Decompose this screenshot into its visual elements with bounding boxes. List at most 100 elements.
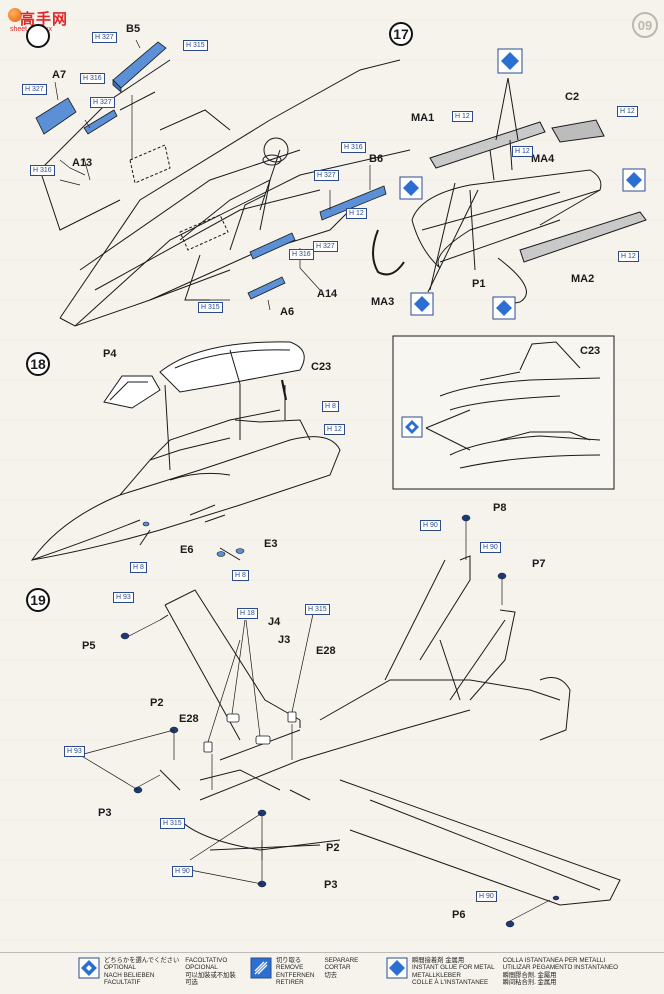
glue-metal-symbol-icon	[410, 292, 434, 316]
glue-metal-symbol-icon	[386, 957, 408, 979]
legend-glue-line: UTILIZAR PEGAMENTO INSTANTANEO	[502, 964, 619, 972]
legend-remove-line: ENTFERNEN	[276, 971, 315, 979]
step18-nose-drawing	[30, 341, 341, 561]
part-label-e28-left: E28	[179, 713, 199, 725]
legend-optional-line: 可选	[185, 978, 198, 986]
part-label-a13: A13	[72, 157, 93, 169]
part-label-p7: P7	[532, 558, 546, 570]
paint-code-badge: H 93	[113, 592, 134, 603]
paint-code-badge: H 315	[198, 302, 223, 313]
legend-optional: どちらかを選んでください OPTIONAL NACH BELIEBEN FACU…	[78, 957, 236, 986]
legend-optional-line: FACOLTATIVO	[185, 957, 228, 964]
part-label-p8: P8	[493, 502, 507, 514]
paint-code-badge: H 12	[512, 146, 533, 157]
legend-glue-line: COLLA ISTANTANEA PER METALLI	[502, 957, 606, 964]
paint-code-badge: H 316	[30, 165, 55, 176]
watermark-text: 高手网	[20, 10, 69, 28]
paint-code-badge: H 327	[92, 32, 117, 43]
legend-remove-line: REMOVE	[276, 964, 304, 972]
paint-code-badge: H 327	[90, 97, 115, 108]
step19-airframe-drawing	[159, 555, 621, 906]
legend-optional-line: OPTIONAL	[104, 964, 136, 972]
legend-remove-line: 切去	[324, 971, 338, 979]
legend-glue-line: METALLKLEBER	[412, 971, 461, 979]
part-label-a14: A14	[317, 288, 338, 300]
step-16-number-partial	[26, 24, 50, 48]
part-label-a7: A7	[52, 69, 67, 81]
part-label-ma1: MA1	[411, 112, 435, 124]
paint-code-badge: H 93	[64, 746, 85, 757]
legend-remove-line: RETIRER	[276, 978, 304, 986]
optional-symbol-icon	[401, 416, 423, 438]
step18-blue-parts	[142, 521, 245, 557]
paint-code-badge: H 12	[618, 251, 639, 262]
legend-glue-line: COLLE À L'INSTANTANEE	[412, 978, 489, 986]
part-label-p1: P1	[472, 278, 486, 290]
part-label-a6: A6	[280, 306, 295, 318]
legend-glue-line: INSTANT GLUE FOR METAL	[412, 964, 495, 972]
paint-code-badge: H 327	[313, 241, 338, 252]
step17-pylon-drawing	[372, 77, 647, 305]
paint-code-badge: H 90	[172, 866, 193, 877]
paint-code-badge: H 8	[322, 401, 339, 412]
part-label-ma2: MA2	[571, 273, 595, 285]
page-number: 09	[632, 12, 658, 38]
paint-code-badge: H 327	[314, 170, 339, 181]
glue-metal-symbol-icon	[492, 296, 516, 320]
step18-inset	[392, 335, 615, 490]
part-label-p6: P6	[452, 909, 466, 921]
legend-glue-line: 瞬间粘合剂. 金属用	[502, 978, 557, 986]
paint-code-badge: H 90	[480, 542, 501, 553]
part-label-j4: J4	[268, 616, 281, 628]
step-number: 18	[26, 352, 50, 376]
paint-code-badge: H 316	[80, 73, 105, 84]
watermark-logo-icon	[8, 8, 22, 22]
part-label-e3: E3	[264, 538, 278, 550]
legend-glue-line: 瞬間接着剤 金属用	[412, 957, 465, 964]
paint-code-badge: H 316	[289, 249, 314, 260]
legend-optional-line: OPCIONAL	[185, 964, 218, 972]
legend-remove: 切り取る REMOVE ENTFERNEN RETIRER SEPARARE C…	[250, 957, 358, 986]
paint-code-badge: H 315	[183, 40, 208, 51]
part-label-p5: P5	[82, 640, 96, 652]
step17-blue-parts	[35, 41, 387, 300]
paint-code-badge: H 12	[452, 111, 473, 122]
part-label-c2: C2	[565, 91, 580, 103]
step-number: 17	[389, 22, 413, 46]
paint-code-badge: H 8	[130, 562, 147, 573]
legend-optional-line: FACULTATIF	[104, 978, 141, 986]
part-label-p4: P4	[103, 348, 117, 360]
step17-fuselage-drawing	[39, 59, 411, 327]
glue-metal-symbol-icon	[622, 168, 646, 192]
part-label-e28: E28	[316, 645, 336, 657]
paint-code-badge: H 90	[476, 891, 497, 902]
assembly-drawings	[0, 0, 664, 952]
paint-code-badge: H 90	[420, 520, 441, 531]
paint-code-badge: H 12	[617, 106, 638, 117]
paint-code-badge: H 12	[324, 424, 345, 435]
optional-symbol-icon	[78, 957, 100, 979]
part-label-p2-lower: P2	[326, 842, 340, 854]
part-label-e6: E6	[180, 544, 194, 556]
paint-code-badge: H 316	[341, 142, 366, 153]
part-label-c23: C23	[311, 361, 332, 373]
part-label-j3: J3	[278, 634, 291, 646]
step-number: 19	[26, 588, 50, 612]
legend-optional-line: NACH BELIEBEN	[104, 971, 155, 979]
part-label-c23-inset: C23	[580, 345, 601, 357]
legend-remove-line: 切り取る	[276, 957, 302, 964]
part-label-ma3: MA3	[371, 296, 395, 308]
legend-glue-line: 瞬間膠合劑. 金屬用	[502, 971, 557, 979]
paint-code-badge: H 8	[232, 570, 249, 581]
part-label-p2: P2	[150, 697, 164, 709]
legend-optional-line: 可以加裝或不加裝	[185, 971, 236, 979]
paint-code-badge: H 327	[22, 84, 47, 95]
paint-code-badge: H 18	[237, 608, 258, 619]
part-label-p3: P3	[98, 807, 112, 819]
paint-code-badge: H 12	[346, 208, 367, 219]
part-label-b6: B6	[369, 153, 384, 165]
part-label-p3-lower: P3	[324, 879, 338, 891]
paint-code-badge: H 315	[305, 604, 330, 615]
symbol-legend: どちらかを選んでください OPTIONAL NACH BELIEBEN FACU…	[0, 952, 664, 994]
part-label-ma4: MA4	[531, 153, 555, 165]
